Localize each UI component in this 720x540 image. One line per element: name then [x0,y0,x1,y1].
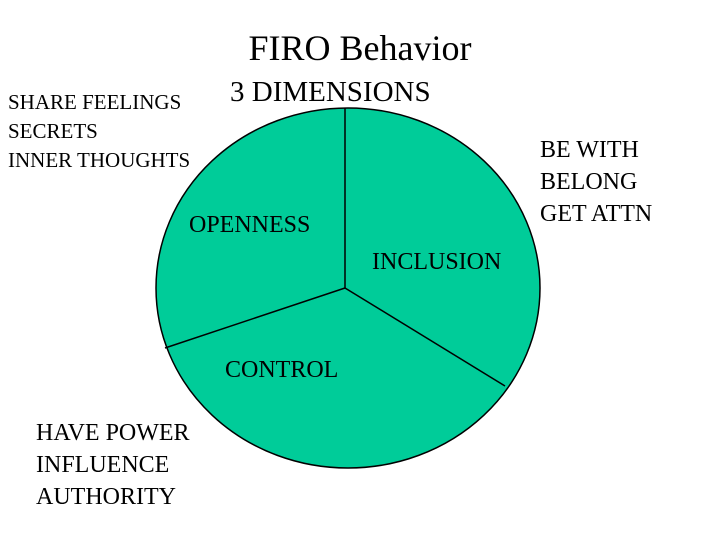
inclusion-notes: BE WITH BELONG GET ATTN [540,134,652,230]
openness-notes: SHARE FEELINGS SECRETS INNER THOUGHTS [8,88,190,175]
slide-subtitle: 3 DIMENSIONS [230,76,431,108]
segment-label-inclusion: INCLUSION [372,249,502,275]
control-note-2: INFLUENCE [36,452,170,478]
inclusion-note-2: BELONG [540,169,638,195]
inclusion-note-3: GET ATTN [540,201,653,227]
inclusion-note-1: BE WITH [540,137,639,163]
openness-note-1: SHARE FEELINGS [8,90,182,114]
openness-note-3: INNER THOUGHTS [8,148,191,172]
slide-title: FIRO Behavior [248,28,472,68]
segment-label-control: CONTROL [225,357,339,383]
divider-inclusion-control [344,287,506,387]
divider-control-openness [164,287,346,349]
control-note-1: HAVE POWER [36,420,190,446]
openness-note-2: SECRETS [8,119,98,143]
segment-label-openness: OPENNESS [189,212,311,238]
control-notes: HAVE POWER INFLUENCE AUTHORITY [36,417,190,513]
control-note-3: AUTHORITY [36,484,176,510]
pie-circle [155,107,541,469]
